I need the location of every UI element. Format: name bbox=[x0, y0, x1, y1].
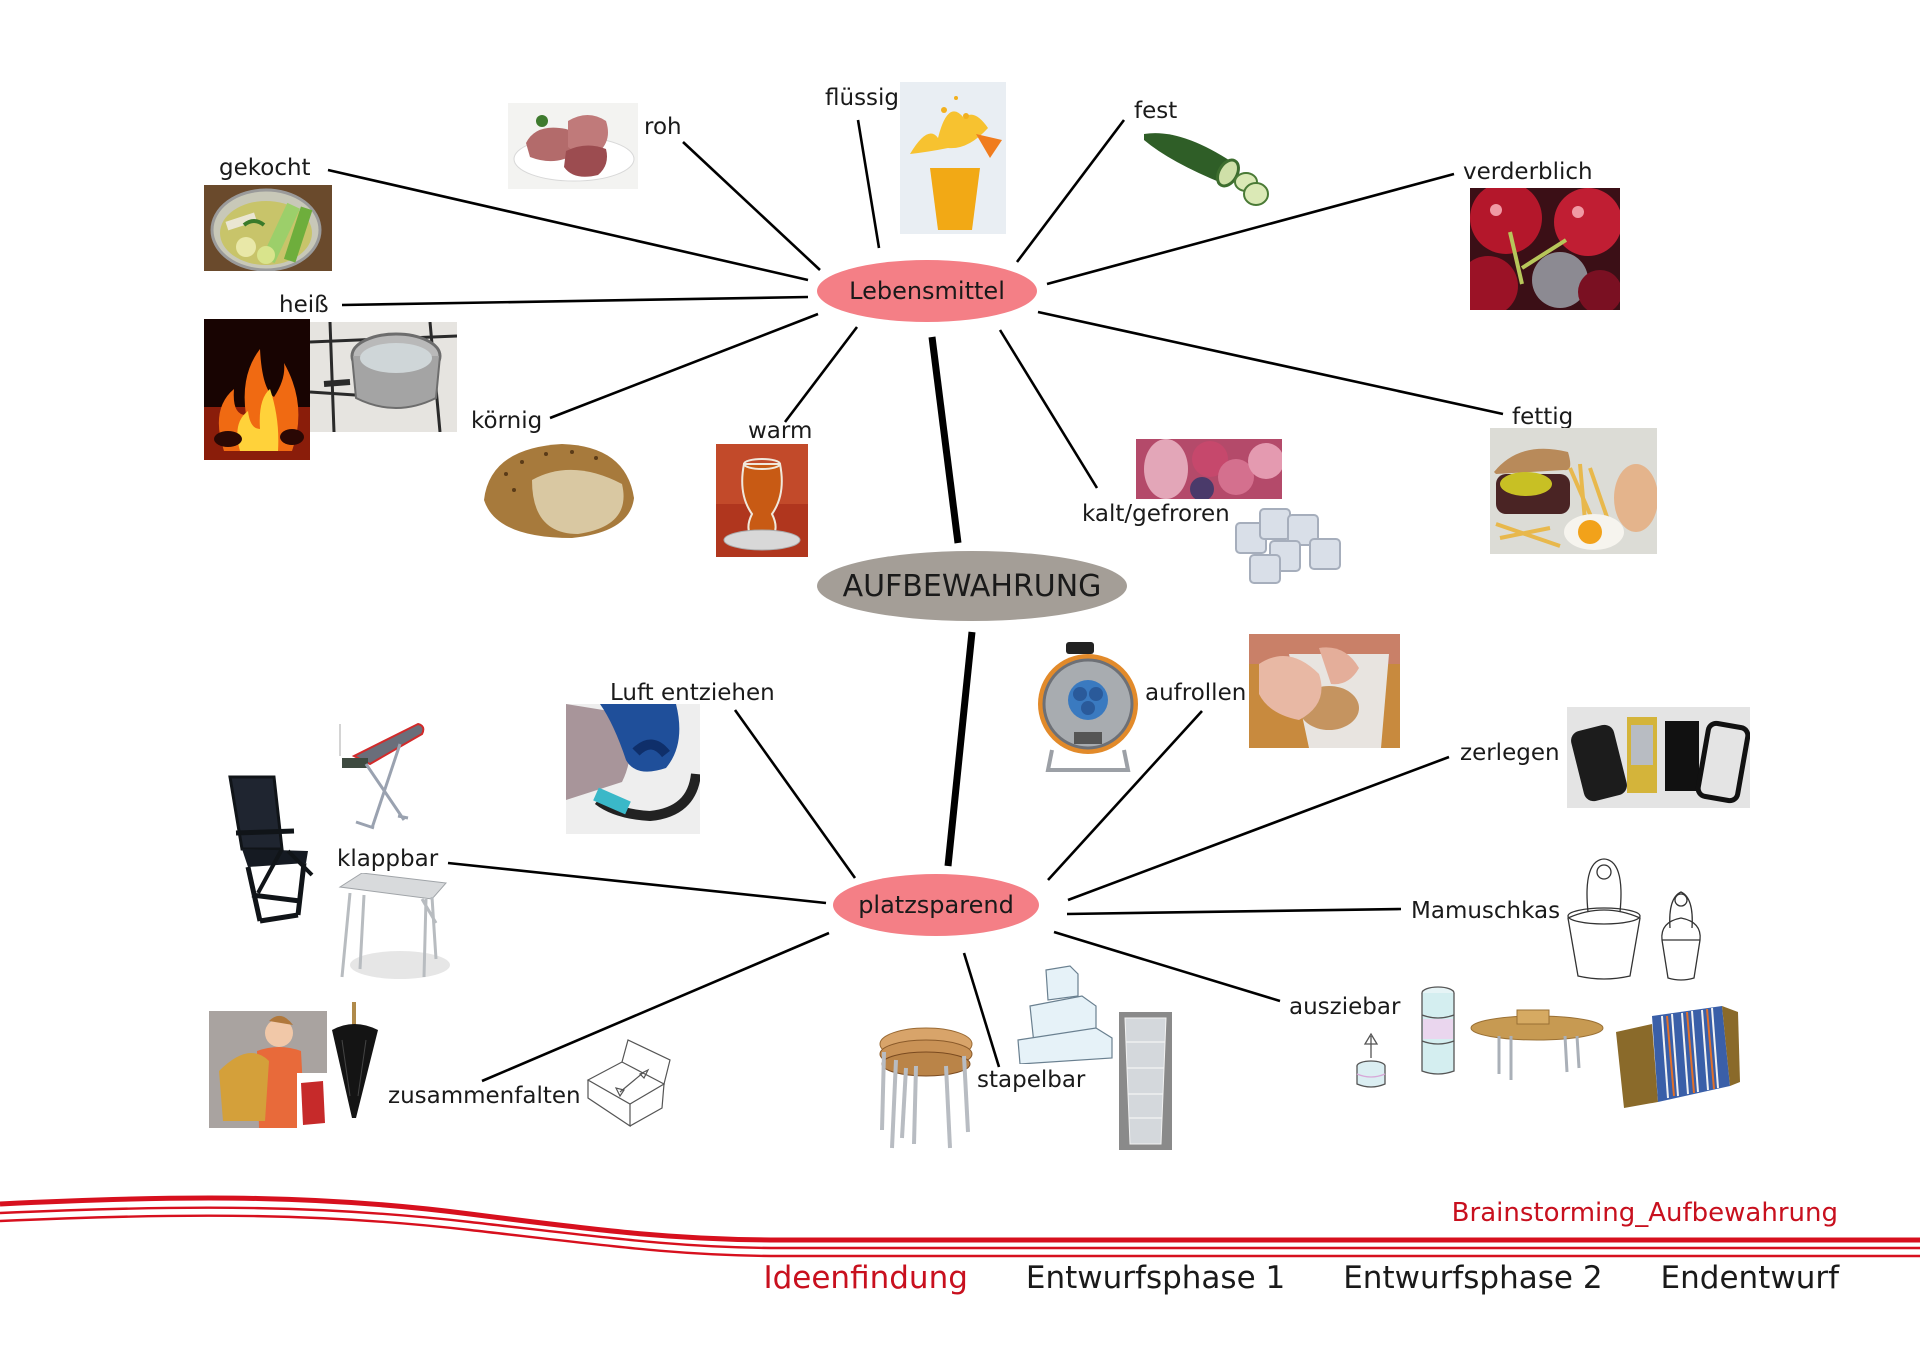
label-verderblich: verderblich bbox=[1463, 159, 1593, 185]
image-juice-splash bbox=[900, 82, 1006, 234]
label-koernig: körnig bbox=[471, 408, 543, 434]
trunk-line-lebensmittel bbox=[928, 336, 962, 544]
label-fest: fest bbox=[1134, 98, 1178, 124]
image-pot-on-stove bbox=[310, 322, 457, 432]
label-fluessig: flüssig bbox=[825, 85, 900, 111]
link-ausziebar bbox=[1053, 930, 1281, 1003]
label-ausziebar: ausziebar bbox=[1289, 994, 1401, 1020]
node-lebensmittel-label: Lebensmittel bbox=[849, 277, 1005, 305]
label-luft-entziehen: Luft entziehen bbox=[610, 680, 775, 706]
phase-entwurfsphase-1[interactable]: Entwurfsphase 1 bbox=[1025, 1260, 1286, 1296]
label-aufrollen: aufrollen bbox=[1145, 680, 1247, 706]
image-rolling-dough bbox=[1249, 634, 1400, 748]
link-gekocht bbox=[327, 168, 809, 282]
link-warm bbox=[783, 326, 859, 423]
image-disassembled-phone bbox=[1567, 707, 1750, 808]
label-zerlegen: zerlegen bbox=[1460, 740, 1560, 766]
phase-navigation: Ideenfindung Entwurfsphase 1 Entwurfspha… bbox=[763, 1260, 1839, 1296]
node-aufbewahrung-label: AUFBEWAHRUNG bbox=[842, 568, 1102, 604]
link-heiss bbox=[341, 295, 809, 307]
link-fest bbox=[1015, 119, 1126, 263]
label-mamuschkas: Mamuschkas bbox=[1411, 898, 1561, 924]
link-fluessig bbox=[856, 119, 881, 249]
phase-ideenfindung[interactable]: Ideenfindung bbox=[763, 1260, 968, 1296]
image-sketch-nested-doll bbox=[1564, 852, 1642, 982]
image-tea-glass bbox=[716, 444, 808, 557]
node-aufbewahrung: AUFBEWAHRUNG bbox=[817, 551, 1127, 621]
image-sketch-cylinder-arrow bbox=[1352, 1030, 1390, 1090]
image-fire bbox=[204, 319, 310, 460]
link-kalt bbox=[998, 329, 1099, 489]
image-sketch-folding-box bbox=[584, 1036, 674, 1132]
image-cooking-pot bbox=[204, 185, 332, 271]
link-verderblich bbox=[1046, 172, 1455, 286]
label-warm: warm bbox=[748, 418, 813, 444]
image-sketch-stacked-boxes bbox=[1016, 960, 1114, 1064]
phase-entwurfsphase-2[interactable]: Entwurfsphase 2 bbox=[1343, 1260, 1603, 1296]
image-extending-table bbox=[1469, 1008, 1606, 1080]
image-grain-bread bbox=[476, 440, 640, 542]
label-roh: roh bbox=[644, 114, 682, 140]
image-folding-table bbox=[336, 873, 450, 979]
image-folding-chair bbox=[228, 775, 332, 925]
label-kalt-gefroren: kalt/gefroren bbox=[1082, 501, 1230, 527]
image-stacked-stools bbox=[876, 1020, 976, 1152]
image-ironing-board bbox=[330, 720, 428, 830]
image-sketch-cylinder-tall bbox=[1418, 985, 1458, 1079]
image-burger-fries bbox=[1490, 428, 1657, 554]
image-ice-cubes bbox=[1230, 505, 1346, 587]
image-moldy-cherries bbox=[1470, 188, 1620, 310]
link-zerlegen bbox=[1067, 755, 1450, 902]
label-gekocht: gekocht bbox=[219, 155, 311, 181]
image-vacuum-bag bbox=[566, 704, 700, 834]
node-lebensmittel: Lebensmittel bbox=[817, 260, 1037, 322]
image-accordion bbox=[1612, 1002, 1742, 1110]
label-heiss: heiß bbox=[279, 292, 329, 318]
phase-endentwurf[interactable]: Endentwurf bbox=[1660, 1260, 1839, 1296]
link-roh bbox=[682, 141, 821, 271]
link-mamuschkas bbox=[1066, 907, 1402, 916]
image-frozen-berries bbox=[1136, 439, 1282, 499]
link-aufrollen bbox=[1047, 710, 1203, 881]
presentation-subtitle: Brainstorming_Aufbewahrung bbox=[1451, 1198, 1838, 1228]
image-woman-foldable-bag bbox=[209, 1011, 327, 1128]
link-stapelbar bbox=[962, 952, 1001, 1068]
label-klappbar: klappbar bbox=[337, 846, 439, 872]
link-luft-entziehen bbox=[733, 709, 857, 879]
image-raw-meat bbox=[508, 103, 638, 189]
image-sketch-doll bbox=[1658, 888, 1704, 984]
image-cable-reel bbox=[1034, 640, 1142, 776]
trunk-line-platzsparend bbox=[944, 631, 976, 867]
image-stacked-cups bbox=[1119, 1012, 1172, 1150]
image-cucumber bbox=[1140, 128, 1270, 210]
link-fettig bbox=[1037, 310, 1504, 416]
node-platzsparend-label: platzsparend bbox=[858, 891, 1014, 919]
node-platzsparend: platzsparend bbox=[833, 874, 1039, 936]
link-zusammenfalten bbox=[481, 931, 830, 1083]
link-klappbar bbox=[447, 861, 827, 905]
label-stapelbar: stapelbar bbox=[977, 1067, 1086, 1093]
link-koernig bbox=[549, 312, 819, 420]
image-umbrella bbox=[326, 1000, 382, 1128]
label-zusammenfalten: zusammenfalten bbox=[388, 1083, 581, 1109]
label-fettig: fettig bbox=[1512, 404, 1574, 430]
